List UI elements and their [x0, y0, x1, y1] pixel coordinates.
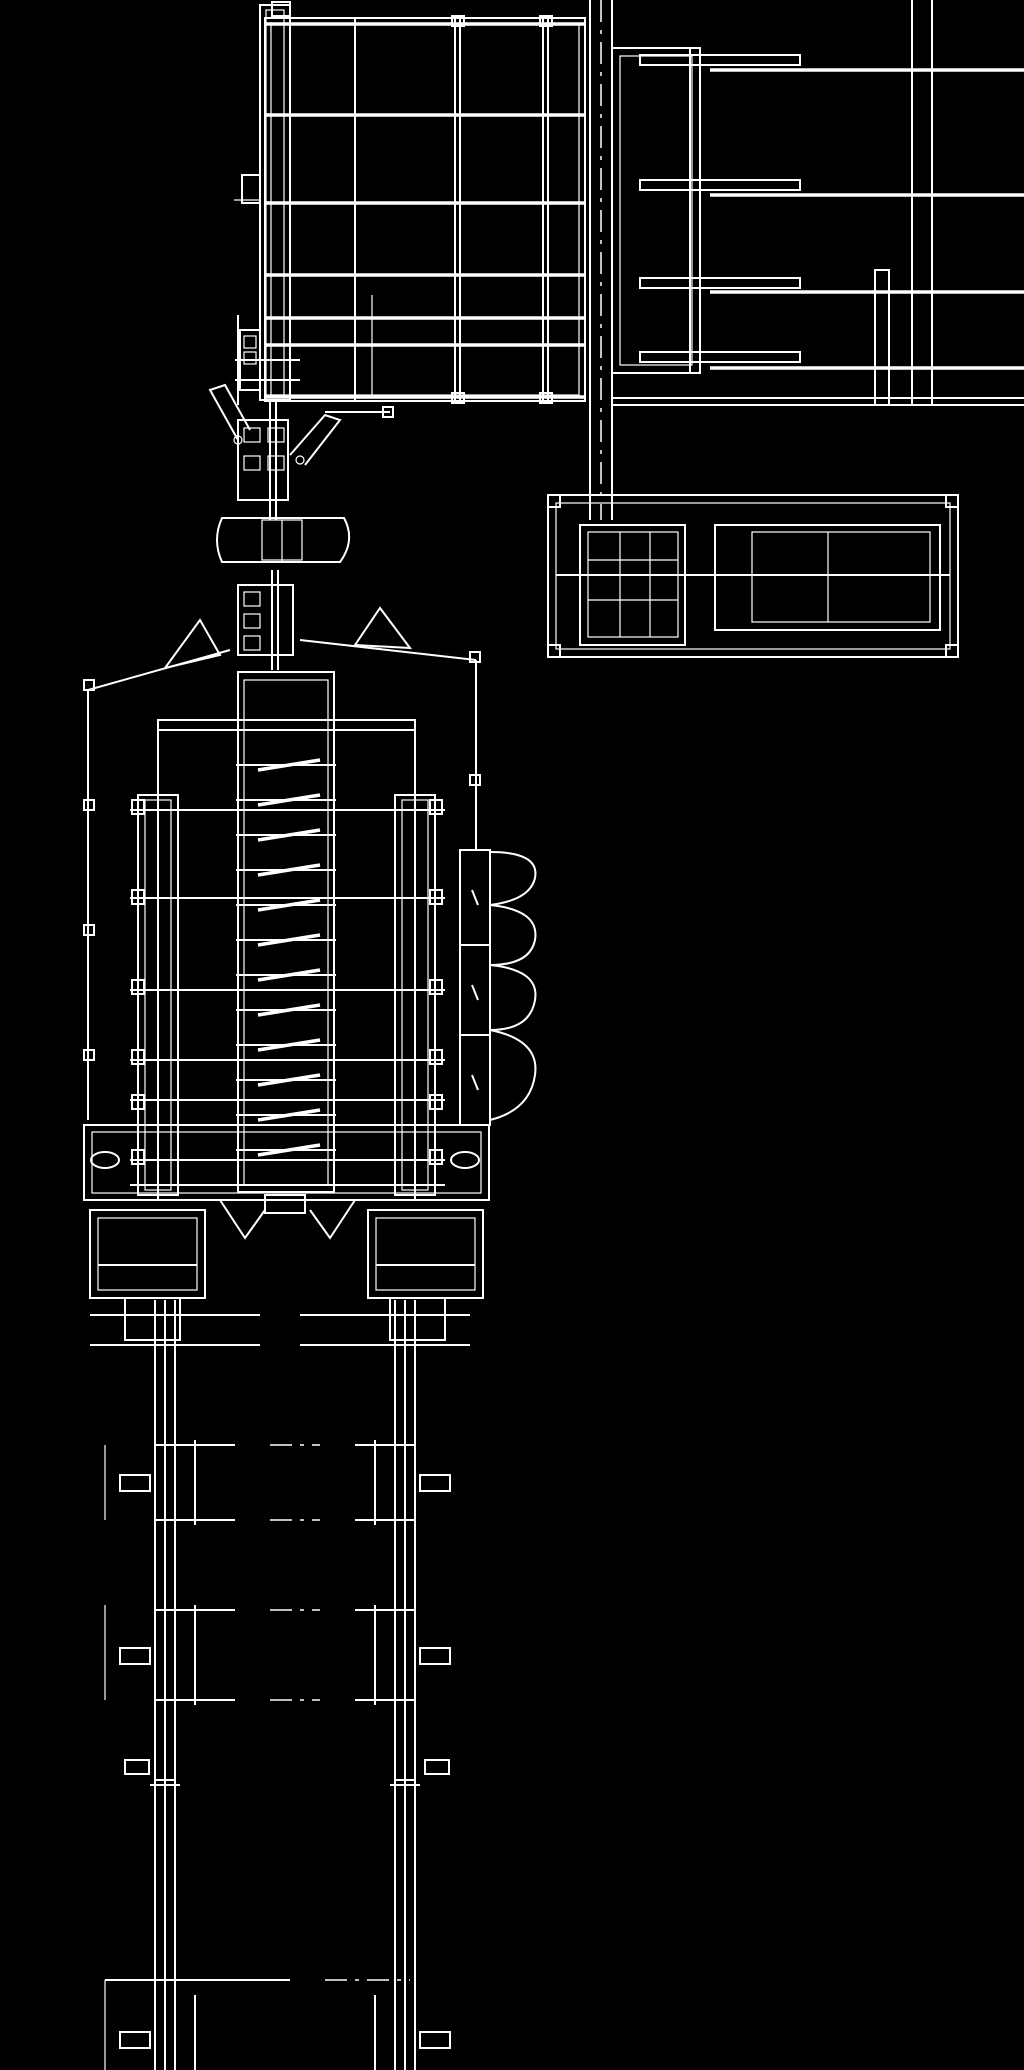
lower-cross-sections	[105, 1440, 451, 2070]
main-frame-outline	[83, 606, 481, 1120]
lift-carriage	[208, 383, 394, 520]
tower-columns	[130, 719, 445, 1200]
fork-rack-top-right	[611, 0, 1024, 406]
transfer-carriage	[237, 570, 294, 670]
base-housings	[89, 1209, 484, 1346]
vehicle-top-view	[216, 517, 351, 563]
central-conveyor	[236, 671, 336, 1193]
arc-doors	[459, 849, 537, 1126]
right-vertical-axis	[589, 0, 613, 520]
platform-frame-right	[547, 494, 959, 658]
storage-rack-grid	[264, 15, 586, 404]
lower-track-rails	[104, 1300, 416, 2070]
base-platform	[83, 1124, 490, 1240]
